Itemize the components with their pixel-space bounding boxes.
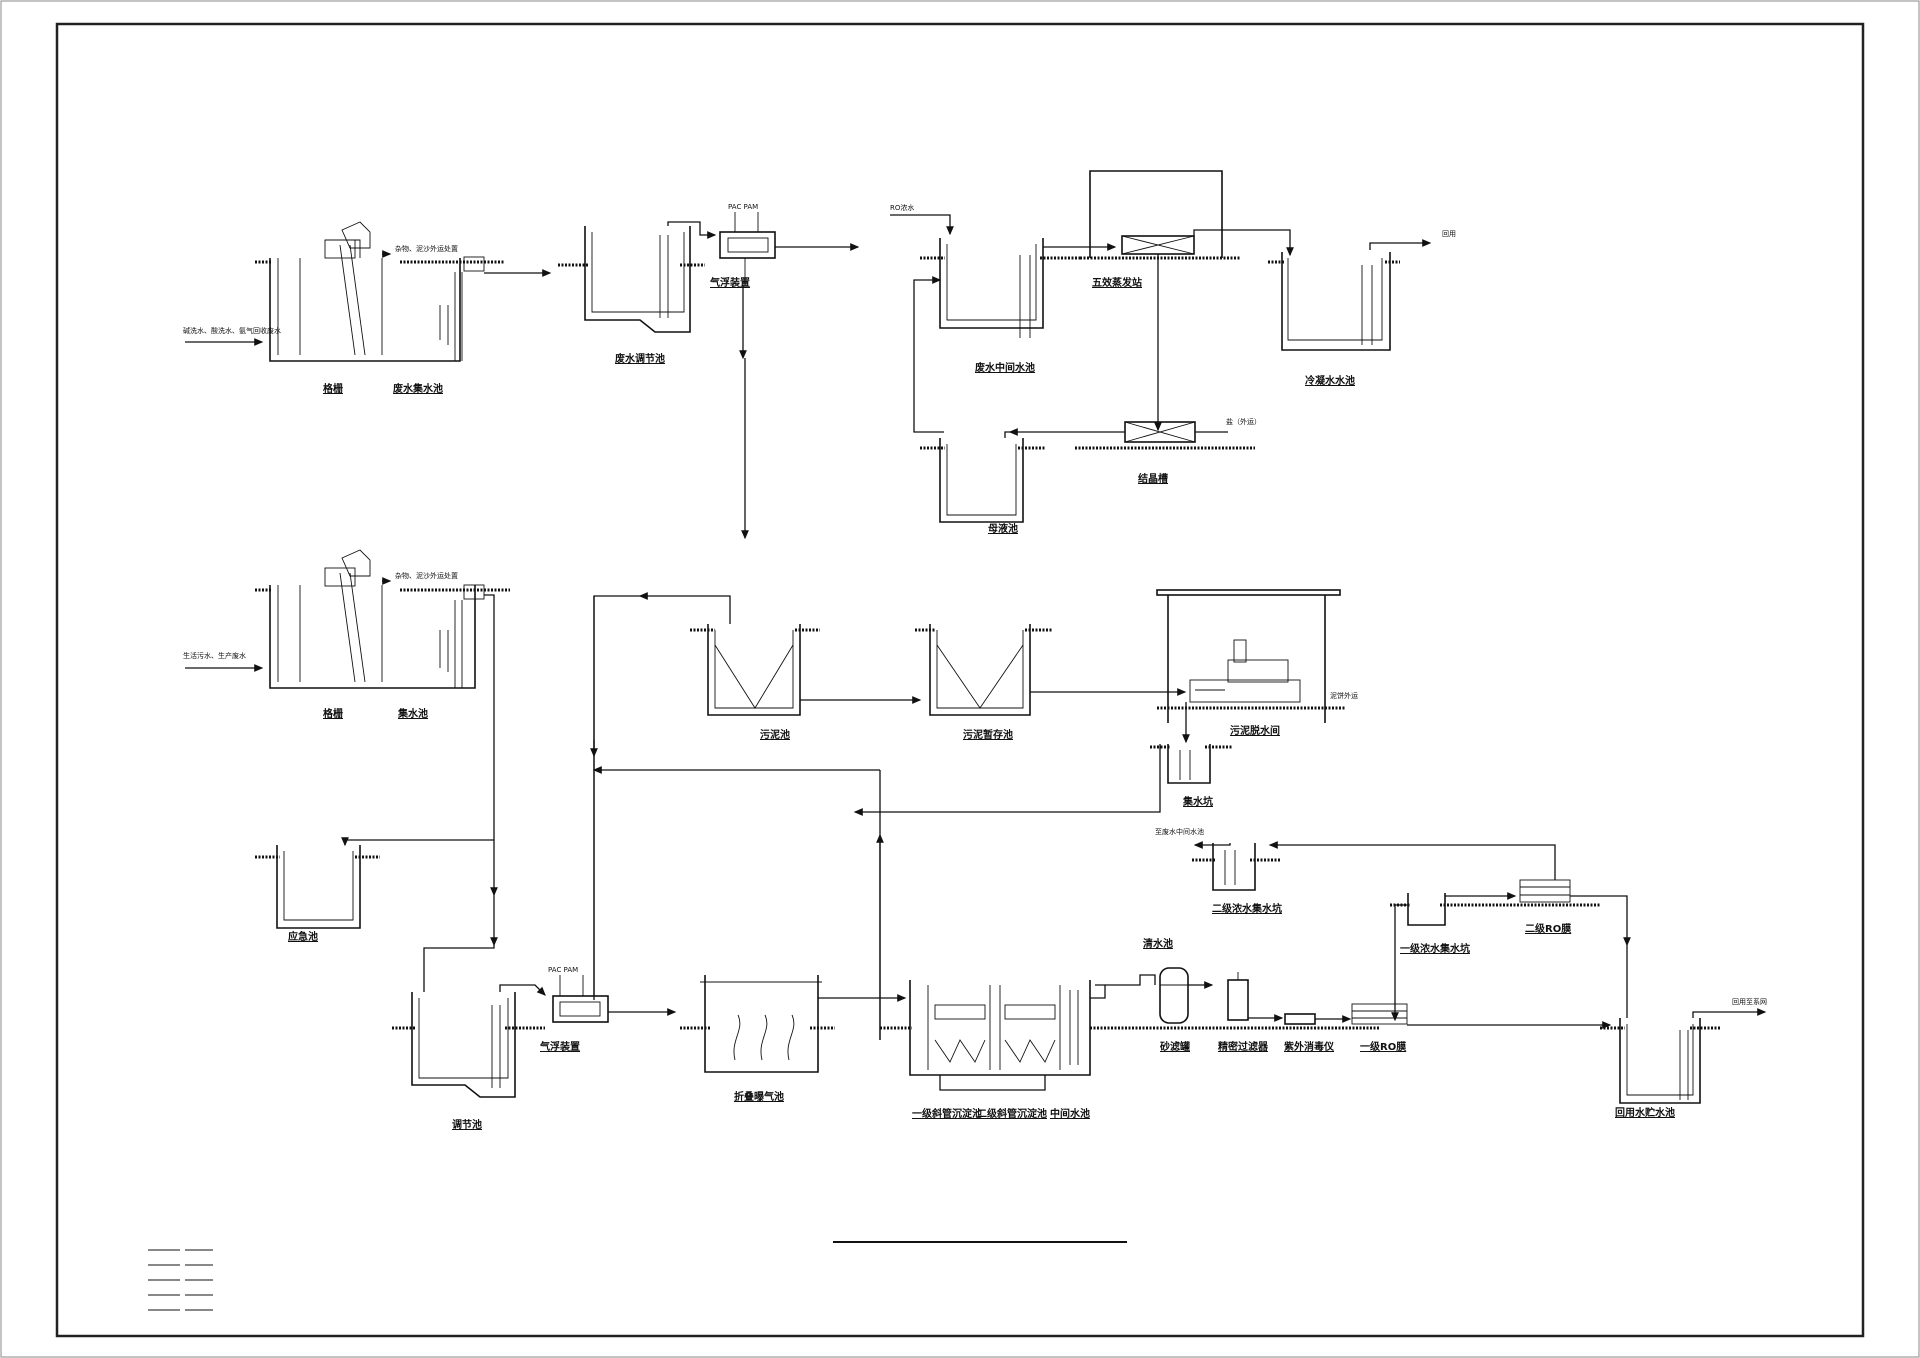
sludge-dewater-room — [1156, 589, 1345, 723]
label-ro-concentrate: RO浓水 — [890, 203, 914, 212]
label-grille-2: 格栅 — [323, 707, 343, 720]
precision-filter — [1227, 972, 1249, 1021]
label-mid-tank: 中间水池 — [1050, 1107, 1090, 1120]
float-unit-1 — [719, 231, 776, 285]
label-float-2: 气浮装置 — [539, 1040, 580, 1053]
sedimentation-block — [880, 980, 1091, 1076]
label-emergency: 应急池 — [288, 930, 318, 943]
ro2-membrane — [1519, 879, 1571, 903]
label-impurities-2: 杂物、泥沙外运处置 — [395, 571, 458, 580]
label-reuse: 回用 — [1442, 230, 1456, 238]
label-inflow-1: 碱洗水、酸洗水、氨气回收废水 — [183, 326, 281, 335]
label-uv: 紫外消毒仪 — [1284, 1040, 1335, 1053]
label-sand-filter: 砂滤罐 — [1159, 1040, 1190, 1053]
label-guide-tank: 母液池 — [988, 522, 1018, 535]
label-ro1-pit: 一级浓水集水坑 — [1400, 942, 1470, 955]
label-ro2: 二级RO膜 — [1525, 922, 1571, 935]
float-unit-2 — [552, 995, 609, 1023]
label-sludge-tank: 污泥池 — [760, 728, 790, 741]
label-clear-water: 清水池 — [1143, 937, 1173, 950]
reuse-storage-tank — [1600, 1018, 1720, 1104]
ro1-concentrate-pit — [1390, 893, 1600, 926]
label-evaporator: 五效蒸发站 — [1092, 276, 1142, 289]
label-waste-mid: 废水中间水池 — [975, 361, 1035, 374]
label-pac-pam-2: PAC PAM — [548, 966, 578, 974]
label-collect-pit: 集水坑 — [1182, 795, 1213, 808]
aeration-tank — [680, 975, 835, 1073]
label-inflow-2: 生活污水、生产废水 — [183, 651, 246, 660]
label-sed-1: 一级斜管沉淀池 — [912, 1107, 982, 1120]
label-sludge-dewater: 污泥脱水间 — [1230, 724, 1280, 737]
sludge-hold-tank — [915, 624, 1052, 716]
sludge-tank — [690, 624, 820, 716]
label-reuse-storage: 回用水贮水池 — [1615, 1106, 1675, 1119]
guide-tank — [920, 438, 1045, 523]
label-sed-2: 二级斜管沉淀池 — [977, 1107, 1047, 1120]
evaporator-station — [1080, 170, 1240, 260]
label-waste-adjust: 废水调节池 — [615, 352, 665, 365]
label-to-reuse-net: 回用至系网 — [1732, 997, 1767, 1006]
inner-frame — [55, 22, 1865, 1338]
ro1-membrane — [1351, 1003, 1408, 1025]
label-sludge-hold: 污泥暂存池 — [963, 728, 1013, 741]
label-pac-pam-1: PAC PAM — [728, 203, 758, 211]
label-impurities-1: 杂物、泥沙外运处置 — [395, 244, 458, 253]
label-to-waste-mid: 至废水中间水池 — [1155, 827, 1204, 836]
grille-collect-unit-2 — [255, 549, 510, 689]
collect-pit — [1150, 744, 1233, 784]
legend-lines — [148, 1249, 213, 1311]
label-grille-1: 格栅 — [323, 382, 343, 395]
ro2-concentrate-pit — [1192, 843, 1280, 891]
uv-disinfector — [1284, 1013, 1316, 1025]
label-ro1: 一级RO膜 — [1360, 1040, 1406, 1053]
waste-mid-tank — [920, 238, 1080, 338]
label-collect: 集水池 — [397, 707, 428, 720]
grille-collect-unit-1 — [255, 221, 505, 362]
label-cond-water: 冷凝水水池 — [1305, 374, 1355, 387]
adjust-tank — [392, 992, 545, 1098]
label-float-1: 气浮装置 — [709, 276, 750, 289]
emergency-tank — [255, 845, 380, 929]
label-waste-collect: 废水集水池 — [393, 382, 443, 395]
label-ro2-pit: 二级浓水集水坑 — [1212, 902, 1282, 915]
label-adjust: 调节池 — [452, 1118, 482, 1131]
sand-filter — [1159, 967, 1189, 1024]
label-salt: 盐（外运） — [1226, 417, 1261, 426]
label-crystal: 结晶槽 — [1138, 472, 1168, 485]
waste-adjust-tank — [558, 226, 705, 333]
label-sludge-out: 泥饼外运 — [1330, 691, 1358, 700]
label-precision-filter: 精密过滤器 — [1218, 1040, 1269, 1053]
condensate-tank — [1268, 252, 1400, 351]
label-aeration: 折叠曝气池 — [734, 1090, 784, 1103]
